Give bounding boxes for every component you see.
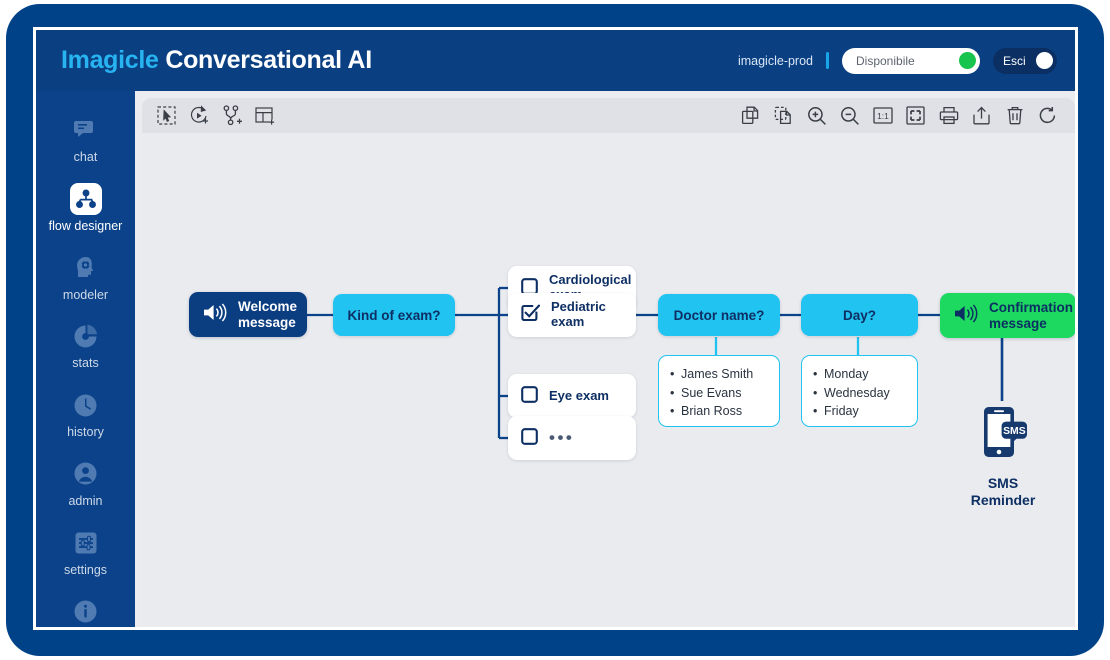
main-sidebar: chat flow designer	[36, 91, 135, 627]
sidebar-item-about[interactable]: about	[36, 586, 135, 627]
node-label: Confirmation message	[989, 299, 1073, 331]
app-brand: Imagicle Conversational AI	[61, 46, 372, 75]
brand-name: Imagicle	[61, 46, 159, 74]
toolbar-right-group: 1:1	[734, 102, 1064, 130]
node-confirmation-message[interactable]: Confirmation message	[940, 293, 1075, 338]
node-label-ellipsis: •••	[549, 427, 575, 447]
zoom-in-icon[interactable]	[800, 102, 833, 130]
sidebar-item-chat[interactable]: chat	[36, 105, 135, 174]
sms-phone-icon: SMS	[972, 401, 1034, 468]
app-header: Imagicle Conversational AI imagicle-prod…	[36, 30, 1075, 91]
print-icon[interactable]	[932, 102, 965, 130]
sms-badge-text: SMS	[1003, 426, 1026, 437]
paste-icon[interactable]	[767, 102, 800, 130]
app-window: Imagicle Conversational AI imagicle-prod…	[33, 27, 1078, 630]
flow-canvas[interactable]: Welcome message Kind of exam?	[142, 133, 1075, 625]
sidebar-item-label: settings	[63, 562, 108, 577]
node-welcome-message[interactable]: Welcome message	[189, 292, 307, 337]
speaker-icon	[954, 304, 978, 327]
copy-icon[interactable]	[734, 102, 767, 130]
sidebar-item-stats[interactable]: stats	[36, 311, 135, 380]
node-label: Doctor name?	[673, 307, 765, 323]
availability-status-label: Disponibile	[856, 53, 915, 68]
flow-canvas-card: 1:1	[142, 98, 1075, 625]
sidebar-item-label: modeler	[62, 287, 109, 302]
node-label: Eye exam	[549, 387, 609, 403]
list-item: Brian Ross	[670, 402, 779, 421]
delete-icon[interactable]	[998, 102, 1031, 130]
tenant-label: imagicle-prod	[737, 53, 813, 68]
select-tool-icon[interactable]	[150, 102, 183, 130]
sidebar-item-label: stats	[72, 356, 99, 371]
brand-product: Conversational AI	[165, 46, 372, 74]
settings-icon	[70, 527, 102, 559]
chat-icon	[70, 114, 102, 146]
add-panel-icon[interactable]	[249, 102, 282, 130]
node-doctor-name-list[interactable]: James Smith Sue Evans Brian Ross	[658, 355, 780, 427]
status-indicator-dot	[959, 52, 976, 69]
header-controls: imagicle-prod Disponibile Esci	[737, 47, 1057, 74]
checkbox-unchecked-icon[interactable]	[521, 385, 538, 407]
node-label: Kind of exam?	[347, 307, 441, 323]
zoom-out-icon[interactable]	[833, 102, 866, 130]
sidebar-item-history[interactable]: history	[36, 380, 135, 449]
sidebar-item-admin[interactable]: admin	[36, 449, 135, 518]
zoom-actual-size-icon[interactable]: 1:1	[866, 102, 899, 130]
sidebar-item-flow-designer[interactable]: flow designer	[36, 174, 135, 243]
checkbox-unchecked-icon[interactable]	[521, 427, 538, 449]
sidebar-item-modeler[interactable]: modeler	[36, 243, 135, 312]
flow-connectors	[307, 286, 1004, 440]
list-item: Wednesday	[813, 384, 917, 403]
list-item: Friday	[813, 402, 917, 421]
fit-to-screen-icon[interactable]	[899, 102, 932, 130]
add-branch-icon[interactable]	[216, 102, 249, 130]
sidebar-item-label: history	[67, 425, 104, 439]
sidebar-item-label: flow designer	[48, 218, 123, 233]
sidebar-item-settings[interactable]: settings	[36, 518, 135, 587]
toolbar-left-group	[150, 102, 282, 130]
export-icon[interactable]	[965, 102, 998, 130]
add-node-icon[interactable]	[183, 102, 216, 130]
sidebar-item-label: admin	[68, 493, 103, 508]
availability-status-toggle[interactable]: Disponibile	[842, 47, 980, 74]
list-item: James Smith	[670, 365, 779, 384]
logout-button[interactable]: Esci	[993, 47, 1057, 74]
node-day-list[interactable]: Monday Wednesday Friday	[801, 355, 918, 427]
header-divider	[826, 52, 829, 69]
flow-designer-icon	[69, 182, 102, 215]
flow-designer-panel: 1:1	[135, 91, 1075, 627]
node-option-eye-exam[interactable]: Eye exam	[508, 374, 636, 418]
node-doctor-name-question[interactable]: Doctor name?	[658, 294, 780, 336]
stats-icon	[70, 320, 102, 352]
logout-label: Esci	[1003, 53, 1026, 68]
node-label: Pediatric exam	[551, 299, 606, 329]
node-sms-reminder[interactable]: SMS SMS Reminder	[942, 401, 1064, 509]
logout-toggle-knob	[1036, 52, 1053, 69]
node-label: Welcome message	[238, 298, 298, 330]
refresh-icon[interactable]	[1031, 102, 1064, 130]
list-item: Monday	[813, 365, 917, 384]
node-option-more[interactable]: •••	[508, 416, 636, 460]
history-icon	[70, 389, 102, 421]
node-day-question[interactable]: Day?	[801, 294, 918, 336]
speaker-icon	[203, 303, 227, 326]
admin-icon	[70, 458, 102, 490]
checkbox-checked-icon[interactable]	[521, 304, 541, 326]
sms-reminder-caption: SMS Reminder	[970, 475, 1036, 508]
node-kind-of-exam[interactable]: Kind of exam?	[333, 294, 455, 336]
node-option-pediatric-exam[interactable]: Pediatric exam	[508, 293, 636, 337]
svg-text:1:1: 1:1	[877, 111, 889, 121]
about-icon	[70, 595, 102, 627]
node-label: Day?	[842, 307, 876, 323]
list-item: Sue Evans	[670, 384, 779, 403]
canvas-toolbar: 1:1	[142, 98, 1075, 133]
sidebar-item-label: chat	[73, 150, 98, 164]
modeler-icon	[70, 252, 102, 284]
